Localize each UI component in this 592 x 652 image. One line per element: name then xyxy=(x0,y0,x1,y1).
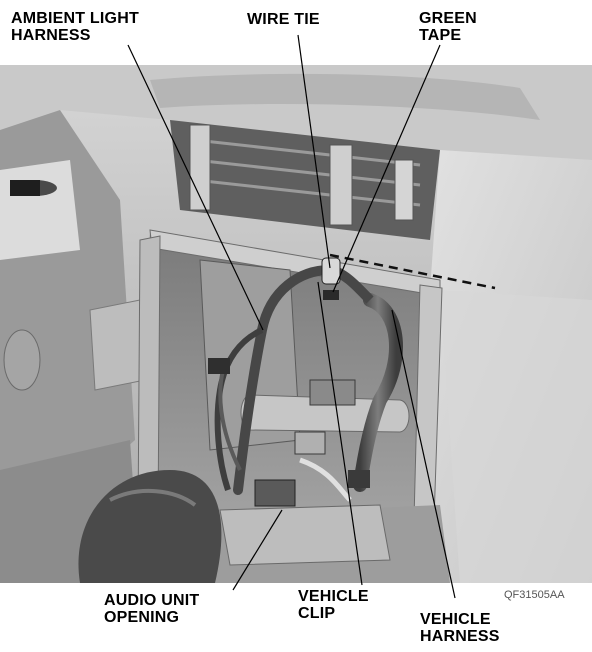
lower-housing-shade xyxy=(219,504,391,566)
left-bracket xyxy=(89,299,146,391)
leader-wire-tie xyxy=(297,34,331,269)
vent-slats xyxy=(194,138,421,207)
connector-center xyxy=(294,431,326,455)
leader-vehicle-clip xyxy=(317,281,363,586)
left-trim xyxy=(0,160,80,260)
vent-bracket-mid xyxy=(329,144,353,226)
gear-shift-highlight xyxy=(109,488,197,507)
leader-audio-unit-opening xyxy=(232,509,283,591)
vent-bracket-left xyxy=(189,124,211,211)
wire-clip-lower xyxy=(348,470,370,488)
label-wire-tie: WIRE TIE xyxy=(247,11,320,28)
figure-id: QF31505AA xyxy=(504,589,565,601)
label-ambient-light-harness: AMBIENT LIGHT HARNESS xyxy=(11,10,139,44)
wire-tie-band xyxy=(321,257,341,285)
leader-ambient-light-harness xyxy=(127,44,264,331)
left-vent-stub xyxy=(10,180,40,196)
label-audio-unit-opening: AUDIO UNIT OPENING xyxy=(104,592,200,626)
label-green-tape: GREEN TAPE xyxy=(419,10,477,44)
green-tape-band xyxy=(323,290,339,300)
vehicle-clip-part xyxy=(208,358,230,374)
vent-bracket-right xyxy=(394,159,414,221)
left-round-vent xyxy=(3,329,41,391)
leader-green-tape xyxy=(332,44,441,293)
connector-lower xyxy=(254,479,296,507)
windshield-edge xyxy=(150,73,540,120)
reference-dashed-line xyxy=(329,253,496,290)
label-vehicle-harness: VEHICLE HARNESS xyxy=(420,611,500,645)
vent-opening xyxy=(170,120,440,240)
leader-vehicle-harness xyxy=(391,309,456,599)
label-vehicle-clip: VEHICLE CLIP xyxy=(298,588,369,622)
vehicle-harness-loop xyxy=(353,293,403,492)
lower-wire xyxy=(299,457,352,502)
right-panel-shade xyxy=(440,290,592,583)
